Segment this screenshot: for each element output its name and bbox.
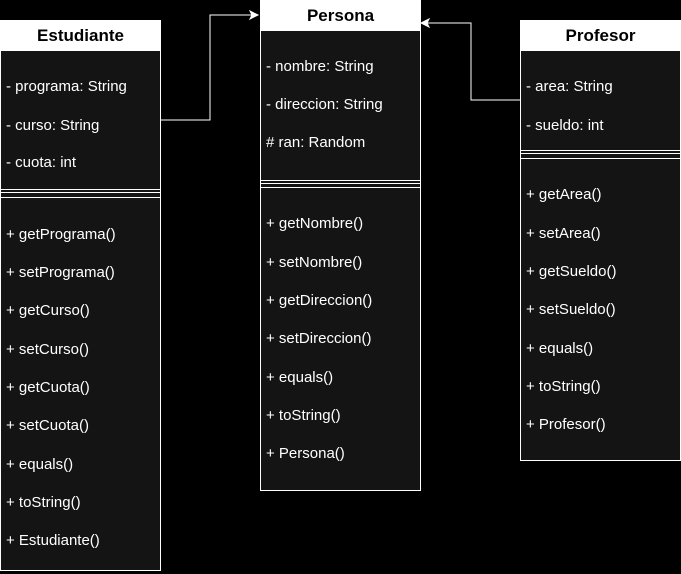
attr-nombre: - nombre: String — [266, 58, 374, 75]
divider — [1, 197, 160, 198]
attr-programa: - programa: String — [6, 78, 127, 95]
profesor-to-persona-line — [426, 22, 520, 101]
divider — [521, 150, 680, 154]
divider — [521, 158, 680, 159]
method-setNombre: + setNombre() — [266, 254, 363, 271]
method-getDireccion: + getDireccion() — [266, 292, 373, 309]
method-getNombre: + getNombre() — [266, 215, 364, 232]
method-getSueldo: + getSueldo() — [526, 263, 617, 280]
method-toString: + toString() — [526, 378, 601, 395]
attr-direccion: - direccion: String — [266, 96, 383, 113]
profesor-arrowhead — [419, 17, 431, 29]
class-estudiante[interactable]: Estudiante - programa: String - curso: S… — [0, 20, 161, 571]
estudiante-to-persona-line — [160, 14, 254, 121]
method-getPrograma: + getPrograma() — [6, 226, 116, 243]
method-getCurso: + getCurso() — [6, 302, 90, 319]
method-equals: + equals() — [266, 369, 334, 386]
attr-curso: - curso: String — [6, 117, 100, 134]
estudiante-arrowhead — [248, 9, 260, 21]
method-setDireccion: + setDireccion() — [266, 330, 372, 347]
divider — [261, 187, 420, 188]
method-getCuota: + getCuota() — [6, 379, 90, 396]
method-toString: + toString() — [6, 494, 81, 511]
class-estudiante-title: Estudiante — [1, 21, 160, 51]
method-constructor: + Persona() — [266, 445, 345, 462]
class-persona-title: Persona — [261, 1, 420, 31]
divider — [261, 180, 420, 184]
method-constructor: + Profesor() — [526, 416, 606, 433]
method-setArea: + setArea() — [526, 225, 601, 242]
method-setSueldo: + setSueldo() — [526, 301, 616, 318]
attr-cuota: - cuota: int — [6, 154, 77, 171]
method-setCuota: + setCuota() — [6, 417, 89, 434]
method-constructor: + Estudiante() — [6, 532, 100, 549]
divider — [1, 189, 160, 193]
class-profesor[interactable]: Profesor - area: String - sueldo: int + … — [520, 20, 681, 461]
attr-area: - area: String — [526, 78, 613, 95]
method-equals: + equals() — [6, 456, 74, 473]
class-persona[interactable]: Persona - nombre: String - direccion: St… — [260, 0, 421, 491]
method-toString: + toString() — [266, 407, 341, 424]
attr-ran: # ran: Random — [266, 134, 366, 151]
method-setCurso: + setCurso() — [6, 341, 89, 358]
attr-sueldo: - sueldo: int — [526, 117, 604, 134]
method-setPrograma: + setPrograma() — [6, 264, 115, 281]
class-profesor-title: Profesor — [521, 21, 680, 51]
method-equals: + equals() — [526, 340, 594, 357]
method-getArea: + getArea() — [526, 186, 602, 203]
